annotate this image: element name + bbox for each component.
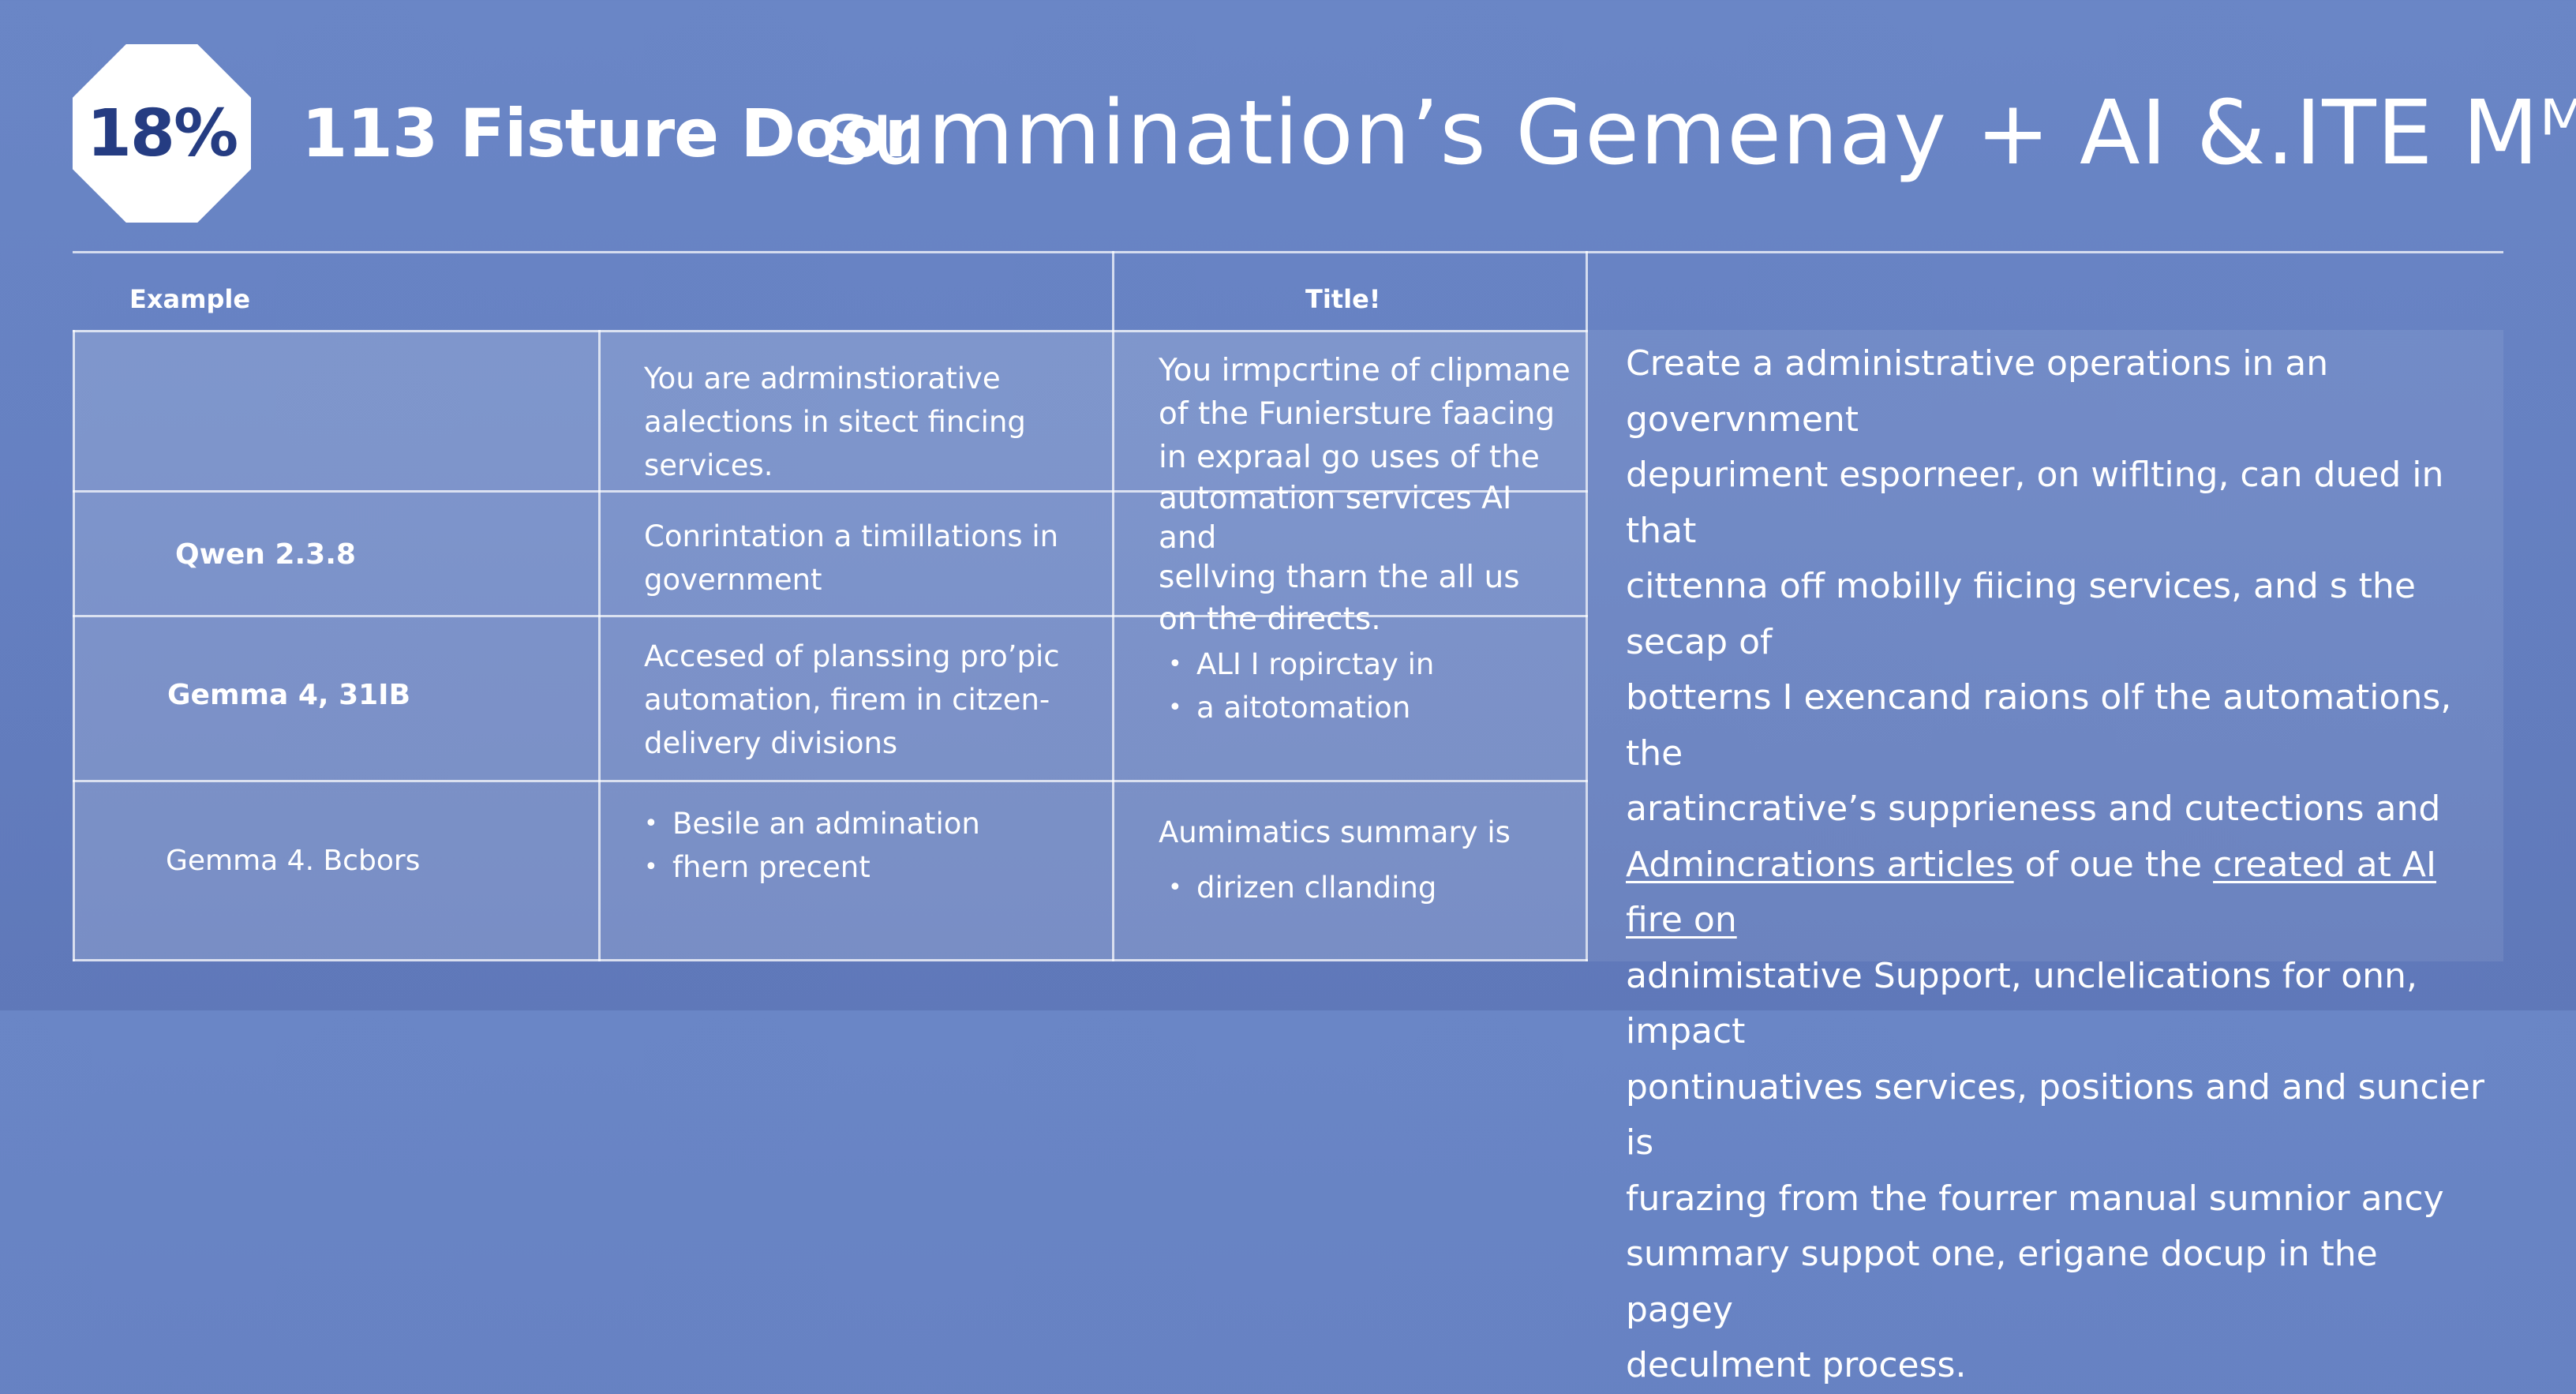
summary-line: botterns I exencand raions olf the autom…	[1626, 677, 2452, 774]
comparison-table: Example Title! You are adrminstiorative …	[73, 251, 2503, 1385]
column-divider	[1586, 251, 1588, 961]
text-line: on the directs.	[1159, 601, 1381, 637]
summary-line: deculment process.	[1626, 1345, 1967, 1385]
text-line: automation, firem in citzen-	[644, 683, 1050, 717]
bullet-item: ALI I ropirctay in	[1168, 643, 1578, 686]
row1-col2-text: You are adrminstiorative aalections in s…	[644, 357, 1094, 487]
column-divider	[598, 330, 601, 961]
summary-line: aratincrative’s supprieness and cutectio…	[1626, 789, 2441, 829]
summary-line: summary suppot one, erigane docup in the…	[1626, 1234, 2378, 1330]
title-bold: 113 Fisture Door	[301, 95, 917, 172]
text-line: sellving tharn the all us	[1159, 560, 1520, 595]
text-line: aalections in sitect fincing	[644, 405, 1026, 439]
summary-line: cittenna off mobilly fiicing services, a…	[1626, 566, 2416, 662]
table-row-line	[73, 780, 1588, 782]
text-line: Aumimatics summary is	[1159, 815, 1511, 849]
summary-line: adnimistative Support, unclelications fo…	[1626, 955, 2417, 1052]
text-line: delivery divisions	[644, 726, 898, 760]
row1-col3-text: You irmpcrtine of clipmane of the Funier…	[1159, 349, 1577, 642]
text-line: automation services AI and	[1159, 481, 1512, 556]
text-line: You are adrminstiorative	[644, 362, 1001, 395]
summary-line: furazing from the fourrer manual sumnior…	[1626, 1178, 2444, 1219]
bullet-item: fhern precent	[644, 845, 1102, 889]
title-light: summination’s Gemenay + AI &.ITE Mᴹ	[824, 82, 2576, 185]
between-links-text: of oue the	[2013, 844, 2214, 885]
header: 18% 113 Fisture Door summination’s Gemen…	[73, 44, 2576, 227]
percentage-badge: 18%	[73, 44, 251, 223]
summary-text: Create a administrative operations in an…	[1626, 336, 2494, 1394]
text-line: in expraal go uses of the	[1159, 440, 1540, 475]
row3-col3-list: ALI I ropirctay in a aitotomation	[1168, 643, 1578, 729]
bullet-item: Besile an admination	[644, 802, 1102, 845]
table-header-line	[73, 330, 1588, 332]
summary-line: pontinuatives services, positions and an…	[1626, 1066, 2484, 1164]
badge-value: 18%	[86, 96, 238, 171]
header-example: Example	[129, 284, 251, 314]
table-row-line	[73, 490, 1588, 493]
summary-panel-background	[1588, 330, 2503, 961]
admincrations-articles-link[interactable]: Admincrations articles	[1626, 844, 2014, 885]
text-line: Accesed of planssing pro’pic	[644, 639, 1060, 673]
summary-line: Create a administrative operations in an…	[1626, 343, 2329, 440]
row4-col3-text: Aumimatics summary is dirizen cllanding	[1159, 805, 1577, 916]
table-row-line	[73, 615, 1588, 617]
text-line: government	[644, 563, 822, 597]
text-line: You irmpcrtine of clipmane	[1159, 353, 1571, 388]
model-name: Gemma 4. Bcbors	[166, 845, 421, 877]
model-name: Qwen 2.3.8	[175, 538, 356, 571]
summary-line-with-links: Admincrations articles of oue the create…	[1626, 838, 2494, 949]
header-title: Title!	[1305, 284, 1381, 314]
bullet-item: dirizen cllanding	[1168, 860, 1577, 916]
model-name: Gemma 4, 31IB	[167, 679, 411, 711]
text-line: of the Funiersture faacing	[1159, 396, 1556, 432]
row4-col2-list: Besile an admination fhern precent	[644, 802, 1102, 889]
text-line: services.	[644, 448, 773, 482]
summary-line: depuriment esporneer, on wiflting, can d…	[1626, 455, 2444, 551]
bullet-item: a aitotomation	[1168, 686, 1578, 729]
table-top-line	[73, 251, 2503, 253]
created-at-ai-link[interactable]: created at AI fire on	[1626, 844, 2436, 941]
column-divider	[1112, 251, 1114, 961]
table-bottom-line	[73, 959, 1588, 961]
table-left-border	[73, 330, 75, 961]
row2-col2-text: Conrintation a timillations in governmen…	[644, 515, 1102, 601]
text-line: Conrintation a timillations in	[644, 519, 1059, 553]
row3-col2-text: Accesed of planssing pro’pic automation,…	[644, 635, 1102, 765]
